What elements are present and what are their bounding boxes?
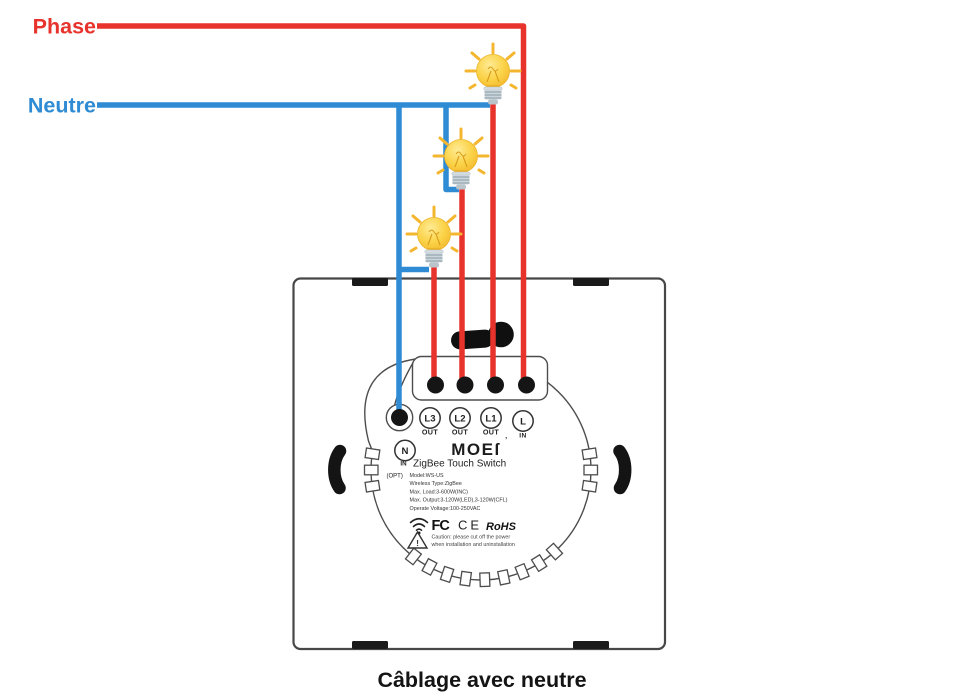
brand-logo-mark: ’: [505, 436, 507, 447]
terminal-hole-l: [518, 376, 535, 394]
terminal-l-circle: [512, 410, 534, 432]
warning-icon-glyph: !: [416, 538, 419, 548]
terminal-labels: L3 L2 L1 L N OUT OUT OUT IN IN (OPT): [387, 407, 534, 480]
phase-label: Phase: [33, 15, 96, 39]
mounting-tab-bottom-right: [573, 641, 609, 649]
touch-switch-device: L3 L2 L1 L N OUT OUT OUT IN IN (OPT) MOE…: [292, 277, 667, 651]
terminal-l2-label: L2: [454, 414, 465, 425]
side-clip-right: [613, 444, 632, 495]
spec-load: Max. Load:3-600W(INC): [410, 489, 469, 495]
rohs-logo: RoHS: [486, 521, 517, 533]
terminal-l1-label: L1: [485, 414, 497, 425]
terminal-hole-l3: [427, 376, 444, 394]
bulb-icon-3: [405, 205, 463, 269]
terminal-hole-l1: [487, 376, 504, 394]
terminal-n-role: IN: [400, 461, 407, 468]
mounting-tab-top-right: [573, 278, 609, 286]
module-print: MOEſ ’ ZigBee Touch Switch Model:WS-US W…: [406, 436, 517, 549]
terminal-l1-role: OUT: [483, 428, 500, 437]
terminal-l2-circle: [449, 407, 471, 429]
mounting-tab-top-left: [352, 278, 388, 286]
side-clip-left: [328, 444, 347, 495]
spec-lines: Model:WS-US Wireless Type:ZigBee Max. Lo…: [410, 473, 508, 512]
terminal-n-circle: [394, 439, 416, 462]
terminal-l3-role: OUT: [422, 428, 439, 437]
terminal-holes: [391, 376, 535, 426]
caution-block: ! Caution: please cut off the power when…: [406, 530, 515, 549]
neutral-branch-bulb2: [443, 102, 459, 193]
terminal-hole-n: [391, 409, 408, 426]
terminal-l3-label: L3: [424, 414, 435, 425]
product-name: ZigBee Touch Switch: [413, 459, 506, 470]
terminal-hole-l2: [456, 376, 474, 394]
terminal-l2-role: OUT: [452, 428, 469, 437]
mounting-tab-bottom-left: [352, 641, 388, 649]
fcc-logo: FC: [432, 518, 451, 534]
spec-wireless: Wireless Type:ZigBee: [410, 481, 462, 487]
bulb-icon-2: [432, 127, 490, 191]
spec-voltage: Operate Voltage:100-250VAC: [410, 506, 481, 512]
neutral-label: Neutre: [28, 94, 96, 118]
terminal-band: [411, 355, 549, 401]
caution-line-1: Caution: please cut off the power: [432, 535, 511, 541]
diagram-caption: Câblage avec neutre: [377, 668, 586, 692]
spec-model: Model:WS-US: [410, 473, 445, 479]
terminal-l1-circle: [480, 407, 502, 429]
n-lobe-notch: [393, 360, 415, 406]
wiring: [97, 23, 527, 413]
module-teeth: [363, 447, 599, 588]
terminal-n-label: N: [402, 446, 409, 457]
brand-logo: MOEſ: [451, 440, 500, 459]
spec-output: Max. Output:3-120W(LED),3-120W(CFL): [410, 498, 508, 504]
terminal-l3-circle: [419, 407, 441, 429]
certification-row: FC CE RoHS: [409, 518, 517, 535]
bulb-icon-1: [464, 42, 522, 106]
ce-logo: CE: [458, 518, 482, 533]
warning-icon: [406, 530, 429, 549]
terminal-l-label: L: [520, 417, 526, 428]
terminal-n-note: (OPT): [387, 474, 403, 480]
caution-line-2: when installation and uninstallation: [431, 542, 515, 548]
terminal-l-role: IN: [519, 433, 526, 440]
phase-wire: [97, 23, 527, 384]
